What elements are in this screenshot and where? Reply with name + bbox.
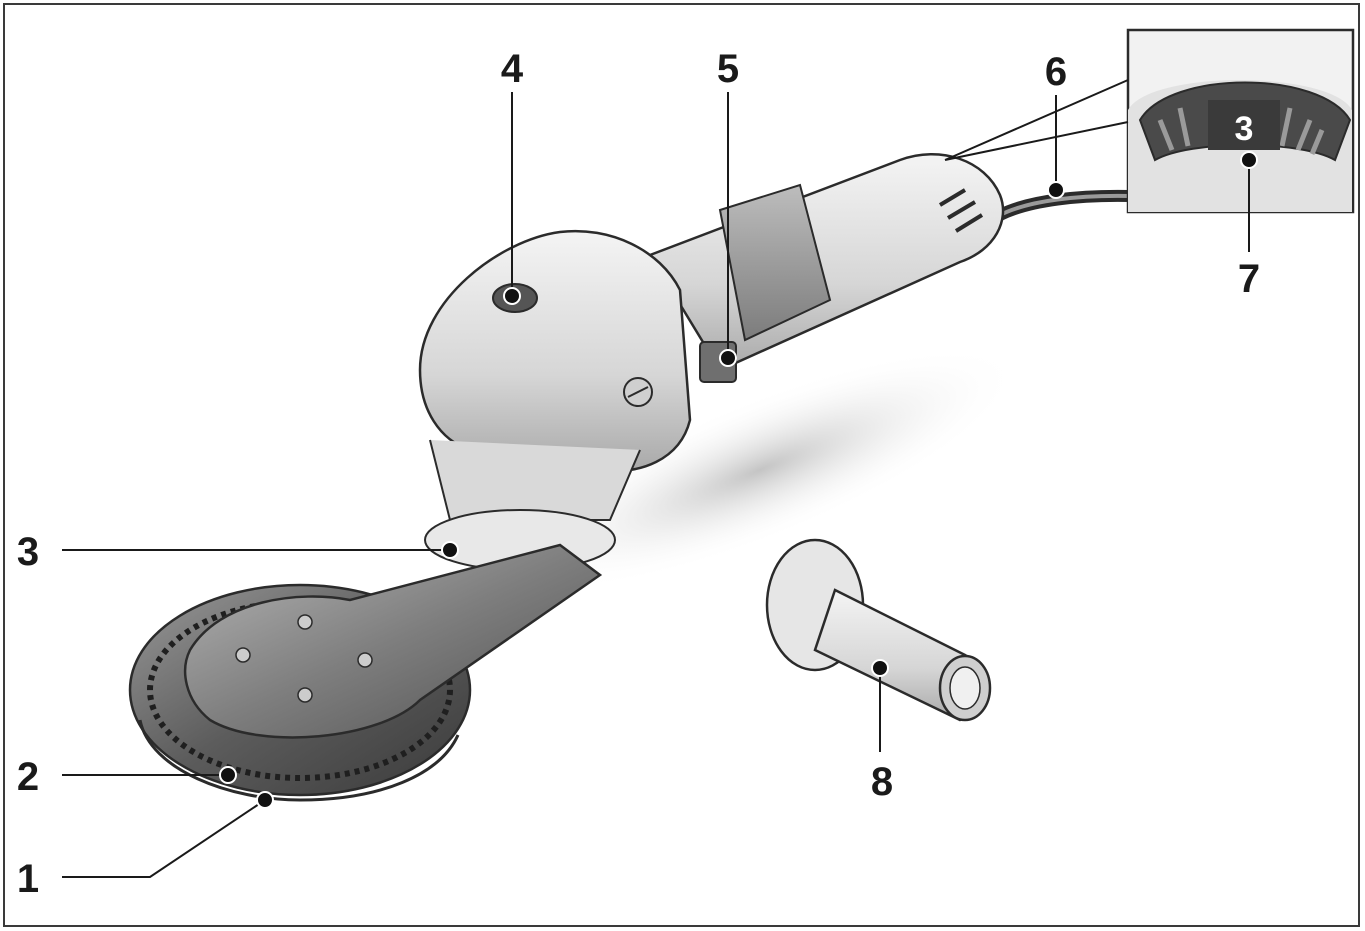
callout-label-2: 2 — [17, 755, 39, 799]
callout-dot-2 — [219, 766, 237, 784]
ground-shadow — [499, 346, 1021, 594]
gear-head — [418, 229, 737, 571]
callout-dot-4 — [503, 287, 521, 305]
auxiliary-handle — [765, 538, 992, 722]
callout-dot-3 — [441, 541, 459, 559]
callout-dot-6 — [1047, 181, 1065, 199]
ventilation-slots — [938, 188, 984, 233]
callout-label-7: 7 — [1238, 257, 1260, 301]
callout-dot-8 — [871, 659, 889, 677]
grip-band — [718, 183, 832, 342]
callout-label-1: 1 — [17, 857, 39, 901]
callout-dot-5 — [719, 349, 737, 367]
dial-detail-inset: 3 — [1126, 28, 1355, 214]
callout-label-8: 8 — [871, 760, 893, 804]
callout-label-3: 3 — [17, 530, 39, 574]
motor-housing — [648, 152, 1005, 372]
toothed-rim — [147, 599, 453, 781]
sanding-disc-assembly — [128, 543, 603, 802]
callout-label-5: 5 — [717, 47, 739, 91]
callout-label-6: 6 — [1045, 50, 1067, 94]
leader-1 — [62, 799, 266, 878]
dial-setting-number: 3 — [1235, 110, 1254, 148]
callout-dot-7 — [1240, 151, 1258, 169]
callout-label-4: 4 — [501, 47, 524, 91]
inset-connector-lines — [944, 79, 1129, 161]
callout-dot-1 — [256, 791, 274, 809]
